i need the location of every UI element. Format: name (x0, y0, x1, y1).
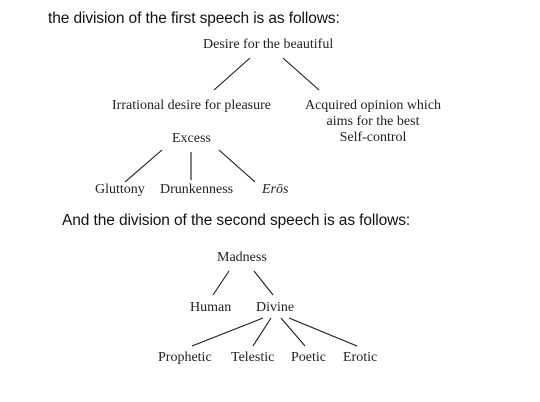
speech2-erotic-node: Erotic (343, 350, 378, 365)
speech2-human-node: Human (190, 300, 232, 315)
edge-divine-to-erotic (288, 317, 358, 347)
edge-excess-to-gluttony (124, 149, 163, 183)
edge-divine-to-telestic (252, 317, 272, 347)
speech2-telestic-node: Telestic (231, 350, 275, 365)
edge-divine-to-poetic (280, 317, 306, 347)
edge-divine-to-prophetic (191, 317, 264, 347)
speech2-poetic-node: Poetic (291, 350, 326, 365)
speech1-eros-node: Erōs (262, 182, 289, 197)
speech2-madness-node: Madness (217, 250, 267, 265)
speech1-drunkenness-node: Drunkenness (160, 182, 234, 197)
acquired-line-2: aims for the best (326, 114, 420, 129)
speech1-irrational-node: Irrational desire for pleasure (112, 98, 271, 113)
speech2-prophetic-node: Prophetic (158, 350, 212, 365)
speech1-heading: the division of the first speech is as f… (48, 10, 340, 27)
speech1-excess-node: Excess (172, 131, 211, 146)
edge-root-to-irrational (213, 57, 251, 91)
speech1-gluttony-node: Gluttony (95, 182, 145, 197)
edge-excess-to-eros (218, 149, 256, 183)
edge-madness-to-human (212, 270, 230, 296)
acquired-line-1: Acquired opinion which (304, 98, 442, 113)
edge-root-to-acquired (282, 57, 320, 91)
edge-madness-to-divine (253, 270, 274, 296)
acquired-line-3: Self-control (339, 130, 407, 145)
speech1-acquired-node: Acquired opinion which aims for the best… (300, 98, 446, 146)
speech2-divine-node: Divine (256, 300, 295, 315)
speech2-heading: And the division of the second speech is… (62, 212, 411, 229)
speech1-root-node: Desire for the beautiful (203, 37, 334, 52)
